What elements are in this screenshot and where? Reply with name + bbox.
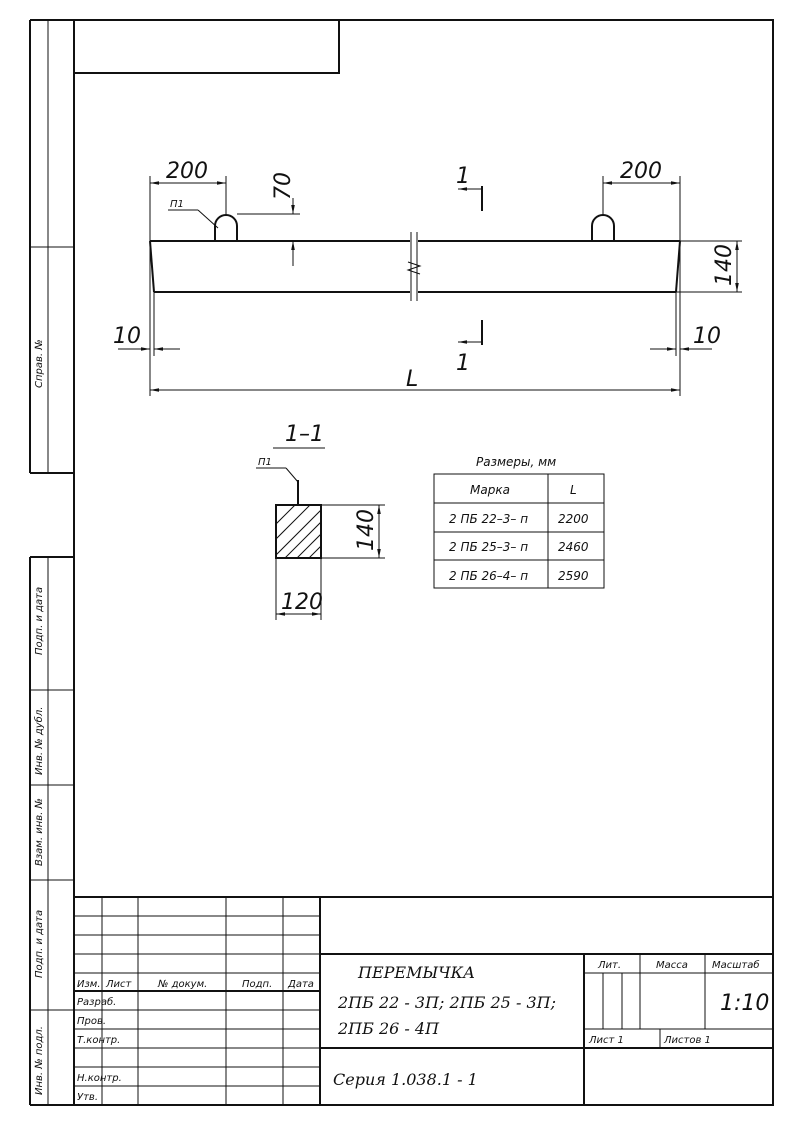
tb-lit-label: Лит. <box>597 960 621 971</box>
side-inv-dubl: Инв. № дубл. <box>33 707 45 775</box>
tb-header-list: Лист <box>105 979 133 990</box>
side-podp-data-2: Подп. и дата <box>34 910 45 978</box>
dim-right-offset: 10 <box>693 324 721 349</box>
tb-header-data: Дата <box>287 979 314 990</box>
tb-scale-label: Масштаб <box>712 959 760 971</box>
side-sprav: Справ. № <box>34 339 45 388</box>
sizes-header-l: L <box>570 483 577 497</box>
tb-title-line3: 2ПБ 26 - 4П <box>337 1019 440 1038</box>
dim-length: L <box>406 367 418 392</box>
left-side-stamp: Справ. № Подп. и дата Инв. № дубл. Взам.… <box>29 19 74 1106</box>
tb-mass-label: Масса <box>656 960 688 971</box>
tb-role: Разраб. <box>77 996 116 1008</box>
section-loop-label: П1 <box>258 457 272 468</box>
elevation-dimensions: 200 200 70 П1 140 10 10 L <box>113 159 742 396</box>
section-dim-height: 140 <box>354 509 379 551</box>
dim-loop-height: 70 <box>271 172 296 200</box>
dim-left-offset: 10 <box>113 324 141 349</box>
sheet-frame <box>73 19 774 1106</box>
section-1-1: 1–1 П1 140 120 <box>256 422 385 620</box>
tb-header-doc: № докум. <box>157 979 207 990</box>
sizes-row-mark: 2 ПБ 22–3– п <box>449 512 528 526</box>
tb-role: Н.контр. <box>77 1073 122 1084</box>
side-vzam-inv: Взам. инв. № <box>34 798 45 866</box>
tb-title-line1: ПЕРЕМЫЧКА <box>357 963 475 982</box>
section-title: 1–1 <box>285 422 324 447</box>
dim-left-end: 200 <box>166 159 208 184</box>
tb-sheet-label: Лист 1 <box>588 1035 624 1046</box>
side-podp-data-1: Подп. и дата <box>34 587 45 655</box>
top-left-stamp-box <box>73 19 340 74</box>
title-block: Изм. Лист № докум. Подп. Дата Разраб. Пр… <box>74 896 773 1105</box>
sizes-row-mark: 2 ПБ 25–3– п <box>449 540 528 554</box>
tb-role: Пров. <box>77 1016 106 1027</box>
section-mark-top: 1 <box>456 164 470 189</box>
lifting-loop-left <box>214 214 238 241</box>
beam-elevation <box>149 214 681 301</box>
tb-header-izm: Изм. <box>77 979 101 990</box>
sizes-table: Размеры, мм Марка L 2 ПБ 22–3– п 2200 2 … <box>433 455 605 589</box>
tb-sheets-label: Листов 1 <box>663 1035 711 1046</box>
loop-label: П1 <box>170 199 184 210</box>
sizes-row-mark: 2 ПБ 26–4– п <box>449 569 528 583</box>
side-inv-podl: Инв. № подл. <box>34 1026 45 1095</box>
dim-beam-height: 140 <box>712 244 737 286</box>
sizes-table-caption: Размеры, мм <box>476 455 556 469</box>
sizes-header-mark: Марка <box>470 483 510 497</box>
tb-role: Т.контр. <box>77 1035 120 1046</box>
tb-header-podp: Подп. <box>242 979 272 990</box>
lifting-loop-right <box>591 214 615 241</box>
sizes-row-l: 2200 <box>558 512 589 526</box>
tb-role: Утв. <box>77 1092 98 1103</box>
sizes-row-l: 2460 <box>558 540 589 554</box>
tb-scale-value: 1:10 <box>720 991 769 1016</box>
dim-right-end: 200 <box>620 159 662 184</box>
sizes-row-l: 2590 <box>558 569 589 583</box>
section-dim-width: 120 <box>281 590 323 615</box>
tb-series: Серия 1.038.1 - 1 <box>333 1070 478 1089</box>
tb-title-line2: 2ПБ 22 - 3П; 2ПБ 25 - 3П; <box>337 993 556 1012</box>
section-mark-bottom: 1 <box>456 351 470 376</box>
